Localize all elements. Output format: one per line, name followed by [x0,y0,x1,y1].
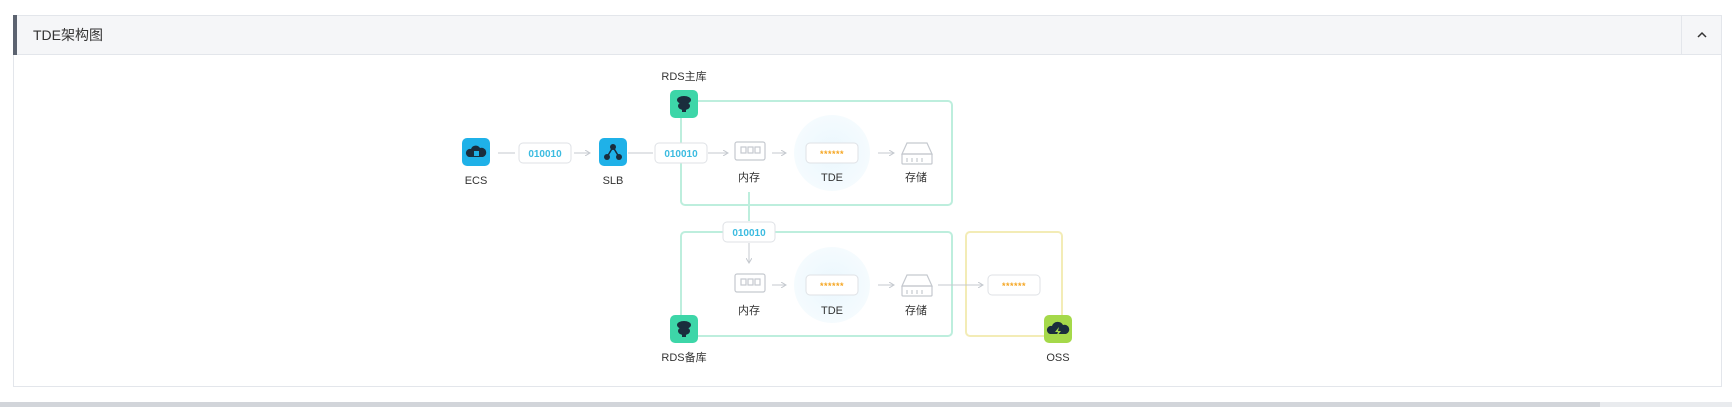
password-text-2: ****** [820,281,844,291]
hard-disk-icon [901,274,933,297]
horizontal-scrollbar[interactable] [0,402,1732,407]
load-balancer-icon [599,138,627,166]
tde-architecture-panel: TDE架构图 [13,15,1722,387]
panel-header[interactable]: TDE架构图 [13,15,1721,55]
tde-label-1: TDE [821,172,843,184]
rds-standby-frame [680,231,953,337]
chevron-up-icon [1697,31,1707,38]
tde-label-2: TDE [821,305,843,317]
oss-frame [965,231,1063,337]
data-block-3 [722,221,776,243]
storage-label-1: 存储 [905,170,927,184]
ecs-label: ECS [465,175,488,187]
password-text-3: ****** [1002,281,1026,291]
data-block-2 [654,142,708,164]
rds-master-label: RDS主库 [661,70,706,83]
data-block-1 [518,142,572,164]
hard-disk-icon [901,142,933,165]
header-accent-bar [13,15,17,55]
password-field-1 [805,142,859,164]
data-block-1-text: 010010 [528,149,562,160]
storage-label-2: 存储 [905,303,927,317]
memory-chip-icon [734,273,766,293]
memory-label-1: 内存 [738,170,760,184]
connector-lines [498,153,983,285]
panel-title: TDE架构图 [33,27,103,43]
password-text-1: ****** [820,149,844,159]
password-field-3 [987,274,1041,296]
oss-label: OSS [1046,352,1069,364]
slb-label: SLB [603,175,624,187]
memory-chip-icon [734,141,766,161]
data-block-2-text: 010010 [664,149,698,160]
scrollbar-thumb[interactable] [0,402,1600,407]
password-field-2 [805,274,859,296]
rds-standby-label: RDS备库 [661,350,706,364]
collapse-button[interactable] [1681,16,1721,54]
data-block-3-text: 010010 [732,228,766,239]
memory-label-2: 内存 [738,303,760,317]
